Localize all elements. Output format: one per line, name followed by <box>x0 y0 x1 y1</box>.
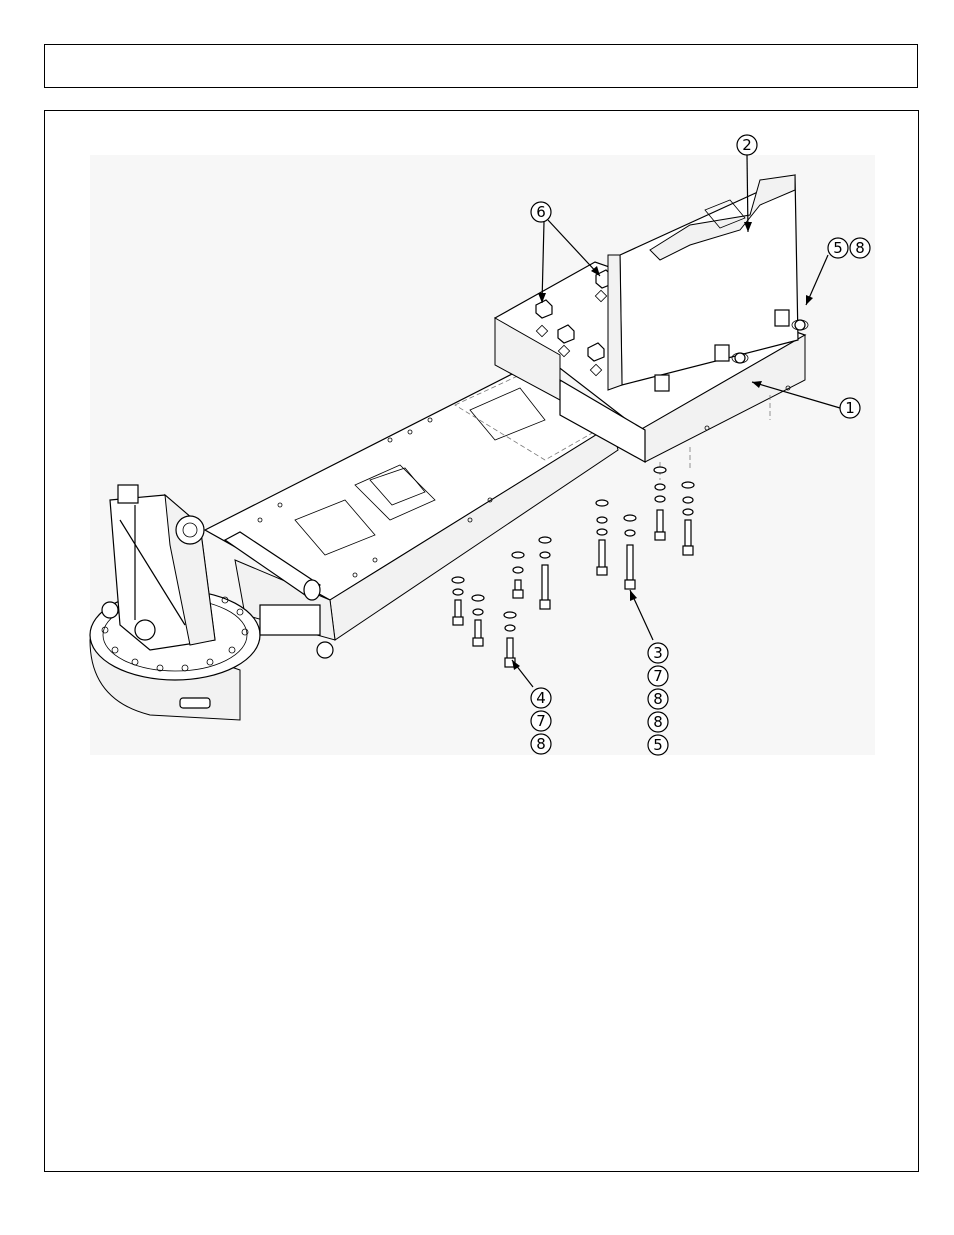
svg-text:8: 8 <box>653 690 663 708</box>
svg-text:8: 8 <box>653 713 663 731</box>
svg-text:3: 3 <box>653 644 663 662</box>
callout-2: 2 <box>737 135 757 155</box>
callout-stack-left: 4 7 8 <box>531 688 551 754</box>
callout-5: 5 <box>828 238 848 258</box>
callout-stack-right: 3 7 8 8 5 <box>648 643 668 755</box>
svg-text:2: 2 <box>742 136 752 154</box>
svg-text:8: 8 <box>536 735 546 753</box>
svg-text:5: 5 <box>653 736 663 754</box>
svg-text:8: 8 <box>855 239 865 257</box>
svg-text:5: 5 <box>833 239 843 257</box>
callout-1: 1 <box>840 398 860 418</box>
svg-text:4: 4 <box>536 689 546 707</box>
callout-8: 8 <box>850 238 870 258</box>
callout-6: 6 <box>531 202 551 222</box>
svg-text:6: 6 <box>536 203 546 221</box>
svg-text:1: 1 <box>845 399 855 417</box>
svg-text:7: 7 <box>653 667 663 685</box>
svg-text:7: 7 <box>536 712 546 730</box>
